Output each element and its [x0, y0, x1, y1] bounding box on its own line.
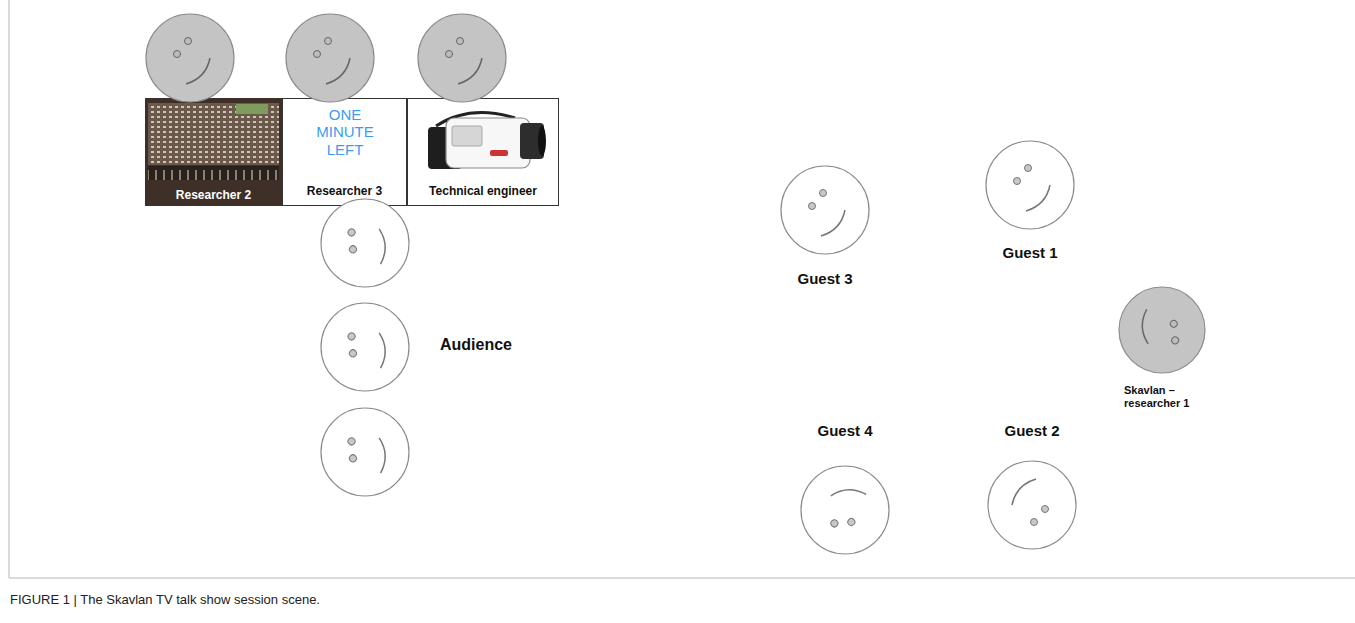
guest-face: Guest 2 [986, 422, 1078, 551]
guest-face: Guest 1 [984, 139, 1076, 284]
face-eye [348, 244, 358, 254]
face-group [1101, 269, 1223, 391]
figure-caption: FIGURE 1 | The Skavlan TV talk show sess… [10, 593, 320, 608]
camera-glass [538, 126, 546, 156]
face-eye [1025, 165, 1032, 172]
face-mouth [458, 58, 482, 84]
face [988, 461, 1076, 549]
face-eye [1031, 519, 1038, 526]
host-face: Skavlan – researcher 1 [1117, 285, 1207, 424]
audience-face [303, 390, 427, 514]
person-label: Guest 3 [780, 270, 870, 287]
sign-box: ONE MINUTE LEFT Researcher 3 [282, 98, 407, 206]
face-eye [347, 227, 357, 237]
face-group [986, 141, 1074, 229]
mixing-desk [145, 98, 282, 206]
face-eye [829, 518, 839, 528]
face-eye [325, 38, 332, 45]
face-circle [781, 166, 869, 254]
figure-frame [9, 0, 10, 578]
group-label: Audience [440, 336, 512, 354]
figure-frame [9, 578, 1355, 579]
desk-faders [148, 166, 279, 180]
face-group [988, 461, 1076, 549]
guest-face: Guest 3 [779, 164, 871, 310]
person-label: Skavlan – researcher 1 [1124, 384, 1202, 409]
face-circle [146, 14, 234, 102]
face-eye [1042, 506, 1049, 513]
face-mouth [186, 58, 210, 84]
person-label: Guest 2 [987, 422, 1077, 439]
face-eye [348, 453, 358, 463]
face-circle [418, 14, 506, 102]
face-eye [174, 51, 181, 58]
face-eye [1169, 319, 1179, 329]
face-outline [984, 139, 1076, 284]
face-circle [303, 285, 427, 409]
face-circle [1101, 269, 1223, 391]
face-group [781, 166, 869, 254]
face-eye [820, 190, 827, 197]
face-eye [809, 203, 816, 210]
face-circle [783, 448, 907, 572]
desk-display [236, 104, 268, 114]
role-label: Technical engineer [408, 185, 558, 199]
mixing-desk-box: Researcher 2 [145, 98, 282, 206]
camera-badge [490, 150, 508, 156]
role-label: Researcher 3 [283, 185, 406, 199]
person-label: Guest 4 [800, 422, 890, 439]
face-group [783, 448, 907, 572]
face-eye [314, 51, 321, 58]
face-eye [348, 348, 358, 358]
face-outline [779, 164, 871, 310]
video-camera [428, 113, 546, 169]
guest-face: Guest 4 [799, 422, 891, 556]
face-circle [988, 461, 1076, 549]
sign-text: ONE MINUTE LEFT [303, 106, 387, 158]
face-mouth [326, 58, 350, 84]
face-mouth [1026, 185, 1050, 211]
face [783, 448, 907, 572]
face [986, 141, 1074, 229]
face-outline [986, 422, 1078, 551]
face-eye [446, 51, 453, 58]
engineer-face [418, 14, 506, 102]
face [781, 166, 869, 254]
audience-face [303, 181, 427, 305]
face [1101, 269, 1223, 391]
researcher-face [286, 14, 374, 102]
face-circle [303, 181, 427, 305]
face-eye [1170, 336, 1180, 346]
face-circle [286, 14, 374, 102]
face-eye [347, 436, 357, 446]
face-mouth [1012, 479, 1036, 505]
face-mouth [831, 477, 866, 512]
face-circle [303, 390, 427, 514]
face-outline [799, 422, 891, 556]
researcher-face [146, 14, 234, 102]
face-mouth [821, 210, 845, 236]
camera-body [446, 118, 530, 168]
face-eye [347, 331, 357, 341]
audience-face [303, 285, 427, 409]
camera-panel [452, 126, 482, 146]
face-eye [1014, 178, 1021, 185]
face-mouth [362, 229, 397, 264]
face-eye [457, 38, 464, 45]
face-mouth [362, 438, 397, 473]
desk-knobs [148, 103, 279, 165]
desk-body [145, 98, 282, 206]
face-mouth [362, 333, 397, 368]
face-eye [185, 38, 192, 45]
camera-box: Technical engineer [407, 98, 559, 206]
person-label: Guest 1 [985, 244, 1075, 261]
face-circle [986, 141, 1074, 229]
face-eye [846, 517, 856, 527]
face-mouth [1130, 309, 1165, 344]
role-label: Researcher 2 [145, 189, 282, 203]
